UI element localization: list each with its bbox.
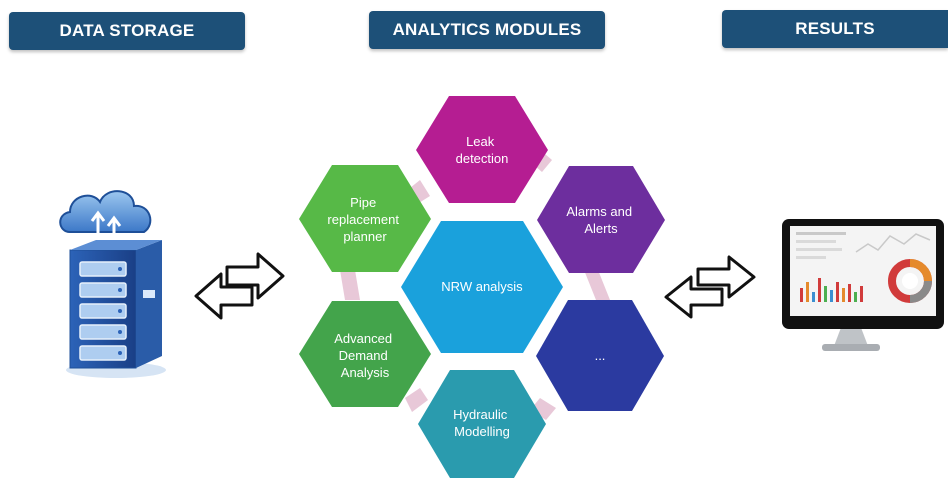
module-hex-more: ... <box>536 300 664 411</box>
module-label-more: ... <box>595 348 606 363</box>
storage-exchange-arrows-icon <box>194 252 285 320</box>
module-label-alarms: Alarms and Alerts <box>566 204 635 236</box>
module-label-leak: Leak detection <box>456 134 509 166</box>
module-label-demand: Advanced Demand Analysis <box>334 331 395 380</box>
module-hex-pipe: Pipe replacement planner <box>299 165 431 272</box>
module-label-pipe: Pipe replacement planner <box>327 195 402 244</box>
module-hex-leak: Leak detection <box>416 96 548 203</box>
module-hex-demand: Advanced Demand Analysis <box>299 301 431 407</box>
module-hex-alarms: Alarms and Alerts <box>537 166 665 273</box>
results-header: RESULTS <box>722 10 948 48</box>
dashboard-monitor-icon <box>782 219 944 351</box>
module-label-nrw: NRW analysis <box>441 279 523 294</box>
results-exchange-arrows-icon <box>664 255 756 319</box>
data-storage-header: DATA STORAGE <box>9 12 245 50</box>
module-hex-nrw: NRW analysis <box>401 221 563 353</box>
cloud-server-icon <box>59 190 166 378</box>
module-label-hydraulic: Hydraulic Modelling <box>453 407 511 439</box>
module-hex-hydraulic: Hydraulic Modelling <box>418 370 546 478</box>
analytics-modules-header: ANALYTICS MODULES <box>369 11 605 49</box>
hex-connectors <box>340 148 610 420</box>
